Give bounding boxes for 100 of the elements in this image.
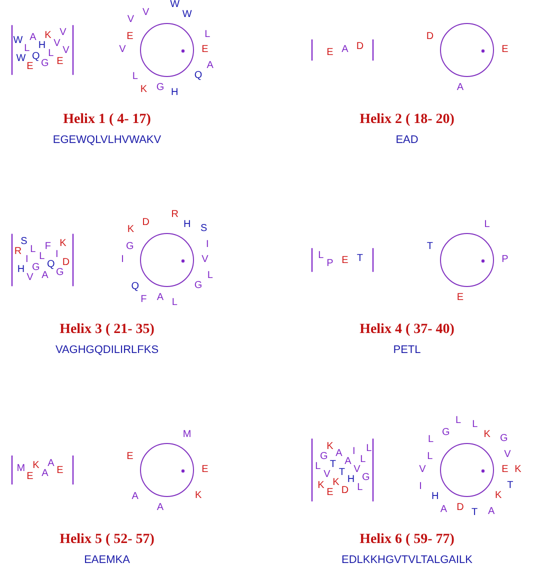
- residue-letter: E: [126, 452, 134, 462]
- residue-letter: G: [126, 242, 134, 252]
- residue-letter: V: [142, 8, 150, 18]
- residue-letter: L: [315, 462, 321, 472]
- residue-letter: A: [156, 503, 164, 514]
- residue-letter: A: [336, 449, 342, 460]
- residue-letter: W: [16, 54, 26, 64]
- residue-letter: G: [500, 434, 508, 444]
- residue-letter: L: [357, 483, 363, 494]
- residue-letter: L: [427, 452, 433, 462]
- residue-letter: R: [14, 247, 22, 258]
- residue-letter: P: [326, 258, 334, 269]
- residue-letter: K: [494, 491, 502, 502]
- helical-wheel-circle: [440, 233, 494, 287]
- residue-letter: Q: [194, 71, 202, 82]
- residue-letter: K: [514, 465, 522, 475]
- residue-letter: A: [206, 60, 214, 71]
- residue-letter: T: [330, 460, 336, 470]
- residue-letter: L: [366, 444, 372, 454]
- residue-letter: A: [48, 458, 54, 468]
- residue-letter: S: [20, 236, 28, 247]
- residue-letter: L: [48, 48, 54, 59]
- residue-letter: D: [62, 258, 70, 268]
- residue-letter: W: [170, 0, 180, 10]
- residue-letter: V: [419, 465, 426, 475]
- residue-letter: A: [456, 83, 464, 94]
- residue-letter: W: [182, 10, 192, 20]
- residue-letter: E: [56, 56, 64, 67]
- residue-letter: V: [324, 470, 330, 480]
- helix-title: Helix 2 ( 18- 20): [360, 112, 454, 128]
- residue-letter: I: [121, 255, 124, 265]
- residue-letter: V: [62, 46, 70, 56]
- residue-letter: V: [54, 38, 60, 48]
- residue-letter: H: [38, 41, 46, 52]
- residue-letter: T: [507, 480, 514, 491]
- residue-letter: A: [342, 45, 348, 55]
- residue-letter: E: [456, 293, 464, 304]
- residue-letter: L: [318, 251, 324, 262]
- residue-letter: K: [194, 491, 202, 502]
- residue-letter: L: [484, 220, 490, 230]
- residue-letter: T: [426, 242, 433, 252]
- sequence-text: PETL: [393, 344, 421, 356]
- residue-letter: E: [342, 256, 348, 266]
- residue-letter: L: [207, 270, 213, 281]
- residue-letter: H: [183, 220, 191, 230]
- residue-letter: E: [202, 465, 208, 475]
- residue-letter: V: [60, 28, 66, 38]
- residue-letter: L: [39, 252, 45, 262]
- sequence-text: VAGHGQDILIRLFKS: [55, 344, 159, 356]
- sequence-text: EAEMKA: [84, 554, 130, 566]
- residue-letter: A: [156, 293, 164, 304]
- residue-letter: K: [326, 442, 334, 452]
- residue-letter: E: [26, 62, 34, 72]
- residue-letter: E: [502, 465, 508, 475]
- residue-letter: G: [56, 268, 64, 278]
- residue-letter: G: [32, 262, 40, 273]
- residue-letter: I: [26, 255, 28, 265]
- residue-letter: W: [13, 36, 23, 46]
- residue-letter: E: [126, 32, 134, 42]
- residue-letter: V: [202, 255, 208, 265]
- residue-letter: D: [426, 32, 434, 42]
- residue-letter: H: [17, 265, 25, 276]
- residue-letter: V: [504, 450, 511, 460]
- residue-letter: T: [356, 254, 363, 264]
- residue-letter: V: [354, 465, 360, 475]
- residue-letter: L: [132, 72, 138, 82]
- residue-letter: A: [344, 457, 352, 468]
- residue-letter: D: [456, 503, 464, 514]
- residue-letter: G: [320, 452, 328, 462]
- helix-title: Helix 1 ( 4- 17): [63, 112, 151, 128]
- residue-letter: R: [171, 210, 178, 220]
- residue-letter: Q: [32, 52, 40, 62]
- residue-letter: L: [360, 454, 366, 465]
- residue-letter: A: [488, 507, 495, 518]
- helical-wheel-circle: [440, 443, 494, 497]
- residue-letter: L: [455, 416, 462, 426]
- residue-letter: K: [332, 478, 340, 488]
- residue-letter: G: [442, 428, 450, 438]
- residue-letter: E: [502, 45, 508, 55]
- helical-wheel-circle: [140, 233, 194, 287]
- residue-letter: I: [419, 482, 422, 492]
- residue-letter: A: [132, 492, 138, 502]
- residue-letter: V: [127, 14, 134, 25]
- residue-letter: D: [142, 218, 150, 228]
- residue-letter: A: [42, 270, 48, 281]
- residue-letter: F: [44, 242, 51, 252]
- residue-letter: Q: [47, 260, 55, 270]
- residue-letter: V: [119, 45, 126, 55]
- sequence-text: EGEWQLVLHVWAKV: [52, 134, 162, 146]
- residue-letter: I: [206, 240, 209, 250]
- sequence-text: EAD: [396, 134, 418, 146]
- residue-letter: L: [428, 434, 434, 445]
- residue-letter: A: [30, 33, 36, 44]
- residue-letter: L: [24, 44, 30, 54]
- helix-title: Helix 5 ( 52- 57): [60, 532, 154, 548]
- helix-title: Helix 3 ( 21- 35): [60, 322, 154, 338]
- residue-letter: E: [56, 466, 64, 476]
- residue-letter: V: [26, 273, 34, 284]
- residue-letter: L: [204, 30, 210, 40]
- residue-letter: A: [440, 505, 447, 516]
